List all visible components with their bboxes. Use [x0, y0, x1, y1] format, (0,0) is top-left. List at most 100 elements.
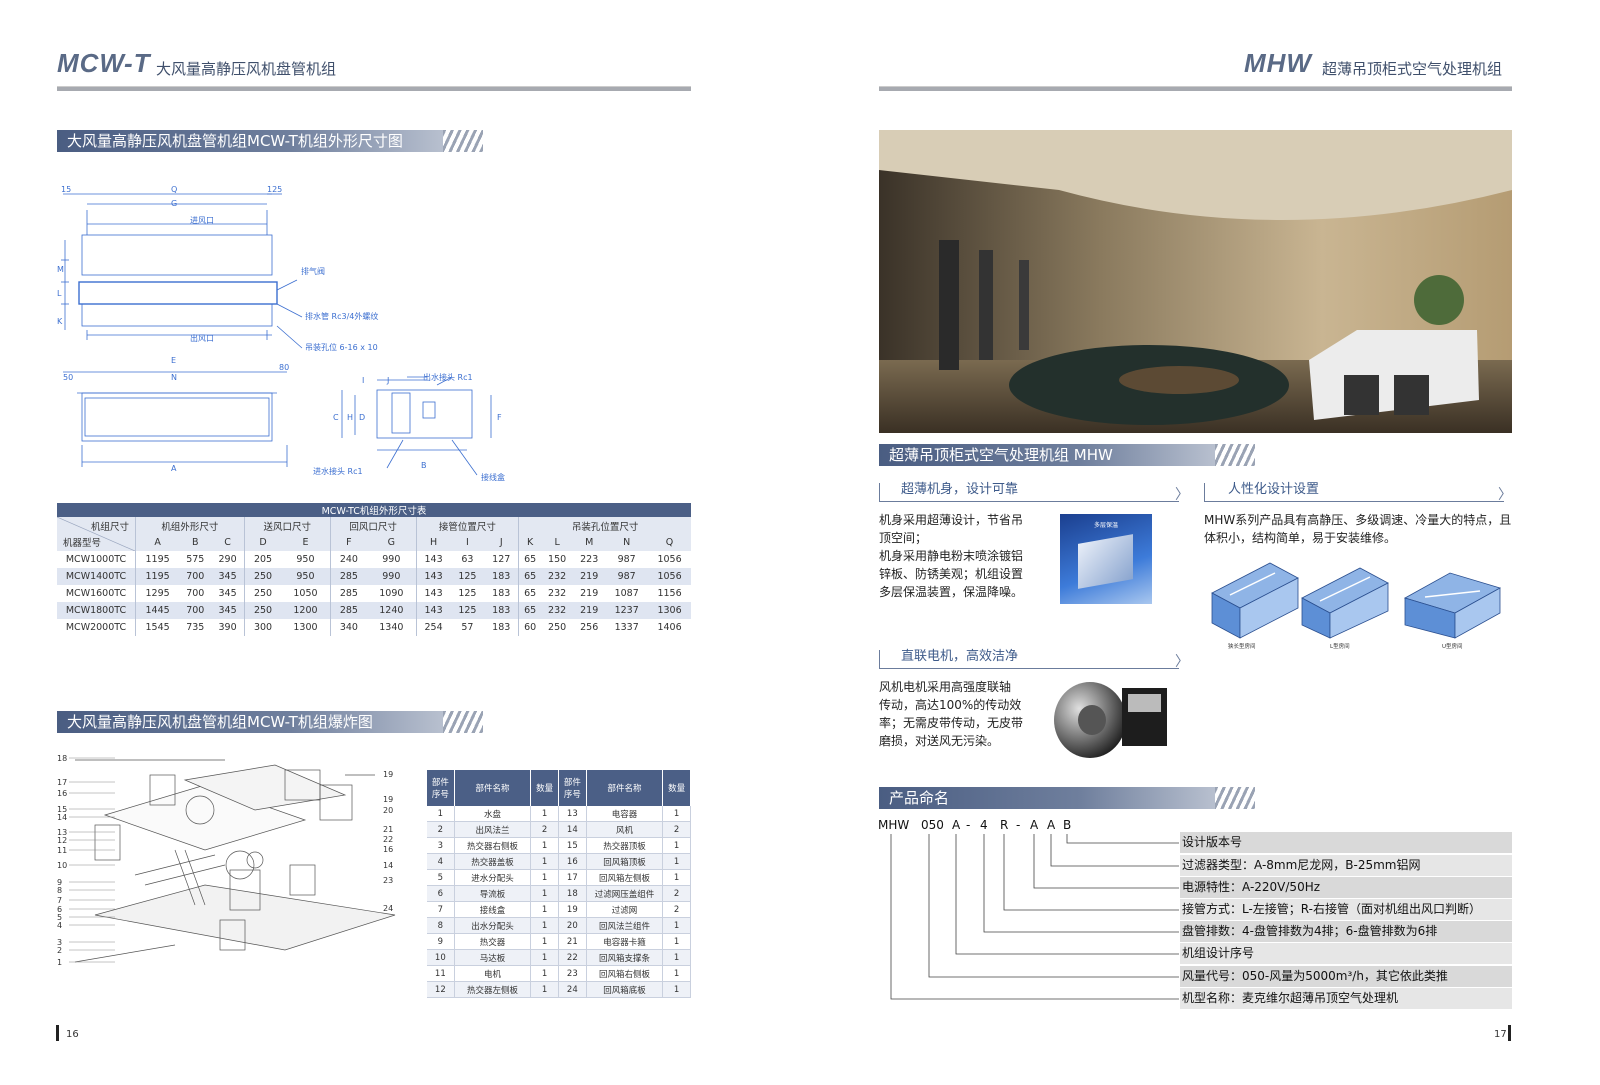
- section-banner-exploded: 大风量高静压风机盘管机组MCW-T机组爆炸图: [57, 711, 443, 733]
- parts-cell: 18: [558, 885, 587, 902]
- parts-cell: 3: [427, 837, 455, 854]
- parts-cell: 1: [530, 917, 559, 934]
- parts-cell: 1: [530, 885, 559, 902]
- right-header-subtitle: 超薄吊顶柜式空气处理机组: [1322, 60, 1503, 78]
- model-cell: MCW1800TC: [57, 602, 136, 619]
- dim-cell: 1056: [648, 568, 691, 585]
- dim-cell: 183: [484, 619, 520, 636]
- dim-cell: 256: [573, 619, 606, 636]
- dim-cell: 232: [541, 585, 574, 602]
- parts-cell: 1: [662, 917, 691, 934]
- parts-col-header: 部件 序号: [558, 770, 587, 806]
- code-part-dash-2: -: [1016, 818, 1021, 832]
- dim-col-header: A: [135, 534, 180, 551]
- parts-cell: 2: [427, 821, 455, 838]
- dim-cell: 150: [541, 551, 574, 568]
- code-part-version: B: [1063, 818, 1072, 832]
- dim-cell: 950: [281, 551, 331, 568]
- dim-cell: 232: [541, 568, 574, 585]
- group-header-return: 回风口尺寸: [330, 517, 417, 534]
- dim-cell: 990: [367, 568, 417, 585]
- room-label-u: U型房间: [1442, 642, 1463, 650]
- dim-cell: 240: [330, 551, 368, 568]
- dim-cell: 1306: [648, 602, 691, 619]
- dim-cell: 65: [518, 585, 542, 602]
- dim-cell: 1090: [367, 585, 417, 602]
- dim-cell: 219: [573, 602, 606, 619]
- dim-cell: 143: [416, 568, 451, 585]
- parts-cell: 7: [427, 901, 455, 918]
- callout-number: 13: [57, 828, 67, 837]
- parts-cell: 1: [530, 901, 559, 918]
- naming-row-power: 电源特性：A-220V/50Hz: [1180, 877, 1512, 898]
- page-number-left: 16: [66, 1029, 79, 1040]
- callout-number: 7: [57, 896, 62, 905]
- dim-cell: 143: [416, 551, 451, 568]
- dim-cell: 254: [416, 619, 451, 636]
- dim-col-header: E: [281, 534, 331, 551]
- model-cell: MCW2000TC: [57, 619, 136, 636]
- page-number-right: 17: [1494, 1029, 1507, 1040]
- model-cell: MCW1000TC: [57, 551, 136, 568]
- parts-cell: 过滤网: [586, 901, 664, 918]
- dim-cell: 219: [573, 568, 606, 585]
- dim-col-header: G: [367, 534, 417, 551]
- parts-cell: 21: [558, 933, 587, 950]
- parts-col-header: 数量: [662, 770, 691, 806]
- dim-d: D: [359, 413, 365, 422]
- dim-cell: 143: [416, 585, 451, 602]
- dim-l: L: [57, 289, 62, 298]
- code-part-filter: A: [1047, 818, 1056, 832]
- parts-cell: 23: [558, 965, 587, 982]
- callout-number: 8: [57, 886, 62, 895]
- feature-3-underline: [879, 668, 1179, 669]
- parts-cell: 17: [558, 869, 587, 886]
- parts-cell: 1: [530, 869, 559, 886]
- hang-hole-label: 吊装孔位 6-16 x 10: [305, 342, 378, 352]
- banner-slash-decoration-2: [443, 711, 483, 733]
- dim-col-header: B: [179, 534, 212, 551]
- outlet-label: 出风口: [190, 333, 214, 343]
- naming-banner: 产品命名: [879, 787, 1215, 809]
- dim-cell: 65: [518, 602, 542, 619]
- code-part-dash-1: -: [966, 818, 971, 832]
- dim-cell: 205: [244, 551, 282, 568]
- parts-cell: 回风法兰组件: [586, 917, 664, 934]
- dim-cell: 1300: [281, 619, 331, 636]
- parts-cell: 1: [662, 981, 691, 998]
- parts-col-header: 数量: [530, 770, 559, 806]
- dim-cell: 1195: [135, 551, 180, 568]
- dim-125: 125: [267, 185, 282, 194]
- feature-1-bracket: [879, 483, 880, 501]
- dim-cell: 1340: [367, 619, 417, 636]
- dim-cell: 285: [330, 585, 368, 602]
- parts-cell: 4: [427, 853, 455, 870]
- dim-cell: 1445: [135, 602, 180, 619]
- dim-15: 15: [61, 185, 71, 194]
- naming-row-coil-rows: 盘管排数：4-盘管排数为4排；6-盘管排数为6排: [1180, 921, 1512, 942]
- feature-1-underline: [879, 501, 1179, 502]
- callout-number: 1: [57, 958, 62, 967]
- dim-col-header: M: [573, 534, 606, 551]
- parts-cell: 13: [558, 806, 587, 822]
- parts-cell: 2: [662, 885, 691, 902]
- callout-number: 5: [57, 913, 62, 922]
- parts-cell: 回风箱右侧板: [586, 965, 664, 982]
- feature-2-underline: [1204, 501, 1504, 502]
- dim-e: E: [171, 356, 176, 365]
- dim-cell: 1200: [281, 602, 331, 619]
- parts-cell: 22: [558, 949, 587, 966]
- dim-j: J: [386, 376, 389, 385]
- parts-cell: 10: [427, 949, 455, 966]
- parts-cell: 热交器左侧板: [454, 981, 532, 998]
- dim-50: 50: [63, 373, 73, 382]
- callout-number: 16: [57, 789, 67, 798]
- callout-number: 9: [57, 878, 62, 887]
- callout-number: 20: [383, 806, 393, 815]
- parts-col-header: 部件名称: [454, 770, 532, 806]
